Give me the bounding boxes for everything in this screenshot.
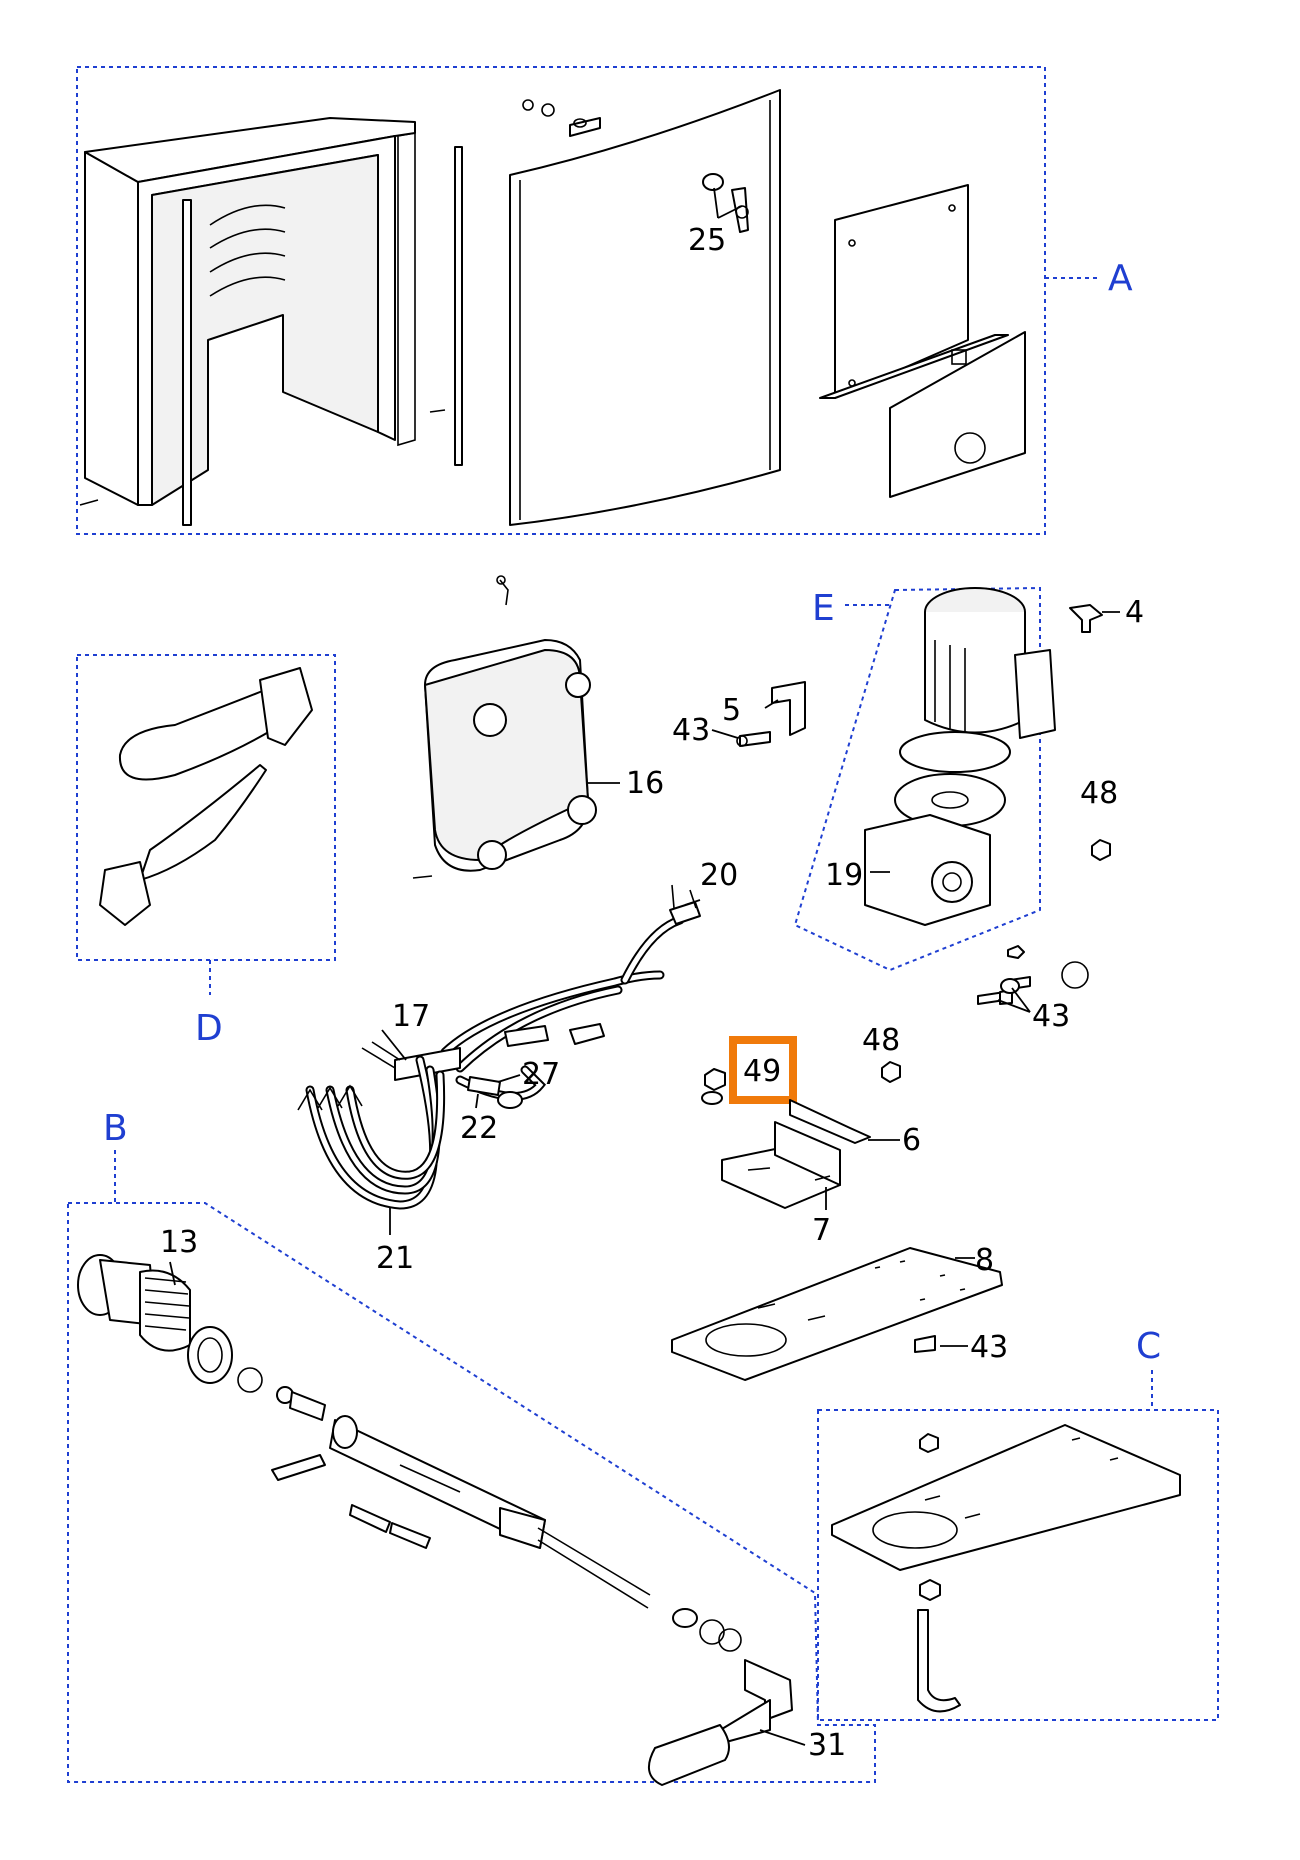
part-label-13: 13 [160, 1225, 198, 1260]
nut-48-lower-part: 48 [862, 1023, 901, 1083]
group-letter-e: E [812, 588, 835, 629]
part-label-20: 20 [700, 858, 738, 893]
group-b-outline [67, 1202, 876, 1783]
part-label-49: 49 [743, 1054, 781, 1089]
part-label-4: 4 [1125, 595, 1144, 630]
mounting-plates-part [819, 184, 1026, 498]
part-label-48-lower: 48 [862, 1023, 900, 1058]
group-a-housing: A 25 [76, 66, 1133, 535]
front-cover-part [509, 89, 781, 526]
group-letter-b: B [103, 1108, 128, 1149]
group-c-anchor-plate: C [817, 1326, 1219, 1721]
group-letter-d: D [195, 1008, 223, 1049]
group-e-motor: 19 E [793, 586, 1056, 972]
nut-49-part: 49 [701, 1036, 797, 1105]
highlight-box-49 [729, 1036, 797, 1104]
group-letter-c: C [1136, 1326, 1161, 1367]
bracket-5-part: 5 43 [672, 681, 806, 748]
bracket-4-part: 4 [1069, 595, 1144, 633]
bracket-7-part: 7 [721, 1121, 841, 1248]
part-label-21: 21 [376, 1241, 414, 1276]
rear-housing-part [79, 117, 463, 526]
group-e-outline [793, 586, 1041, 972]
group-a-outline [76, 66, 1046, 535]
screws-43-part: 43 [977, 945, 1089, 1034]
part-label-43-upper: 43 [672, 713, 710, 748]
part-label-43-lower: 43 [970, 1330, 1008, 1365]
part-label-7: 7 [812, 1213, 831, 1248]
group-letter-a: A [1108, 258, 1133, 299]
part-label-5: 5 [722, 693, 741, 728]
part-label-27: 27 [522, 1057, 560, 1092]
group-b-pinion-shaft: 13 31 B [67, 1108, 876, 1786]
part-label-22: 22 [460, 1111, 498, 1146]
part-label-17: 17 [392, 999, 430, 1034]
part-label-43-middle: 43 [1032, 999, 1070, 1034]
lock-cylinder [702, 173, 724, 191]
bracket-6-part: 6 [789, 1099, 921, 1158]
seal-strip [454, 146, 463, 466]
control-box-part: 16 [412, 575, 664, 879]
base-plate-8-part: 8 43 [671, 1243, 1008, 1381]
part-label-25: 25 [688, 223, 726, 258]
group-d-levers: D [76, 654, 336, 1049]
side-rail [182, 199, 192, 526]
part-label-8: 8 [975, 1243, 994, 1278]
group-c-outline [817, 1409, 1219, 1721]
wiring-harness-part: 17 20 21 22 27 [297, 858, 738, 1276]
group-d-outline [76, 654, 336, 961]
part-label-48-upper: 48 [1080, 776, 1118, 811]
part-label-6: 6 [902, 1123, 921, 1158]
part-label-31: 31 [808, 1728, 846, 1763]
nut-48-upper-part: 48 [1080, 776, 1118, 861]
part-label-19: 19 [825, 858, 863, 893]
part-label-16: 16 [626, 766, 664, 801]
